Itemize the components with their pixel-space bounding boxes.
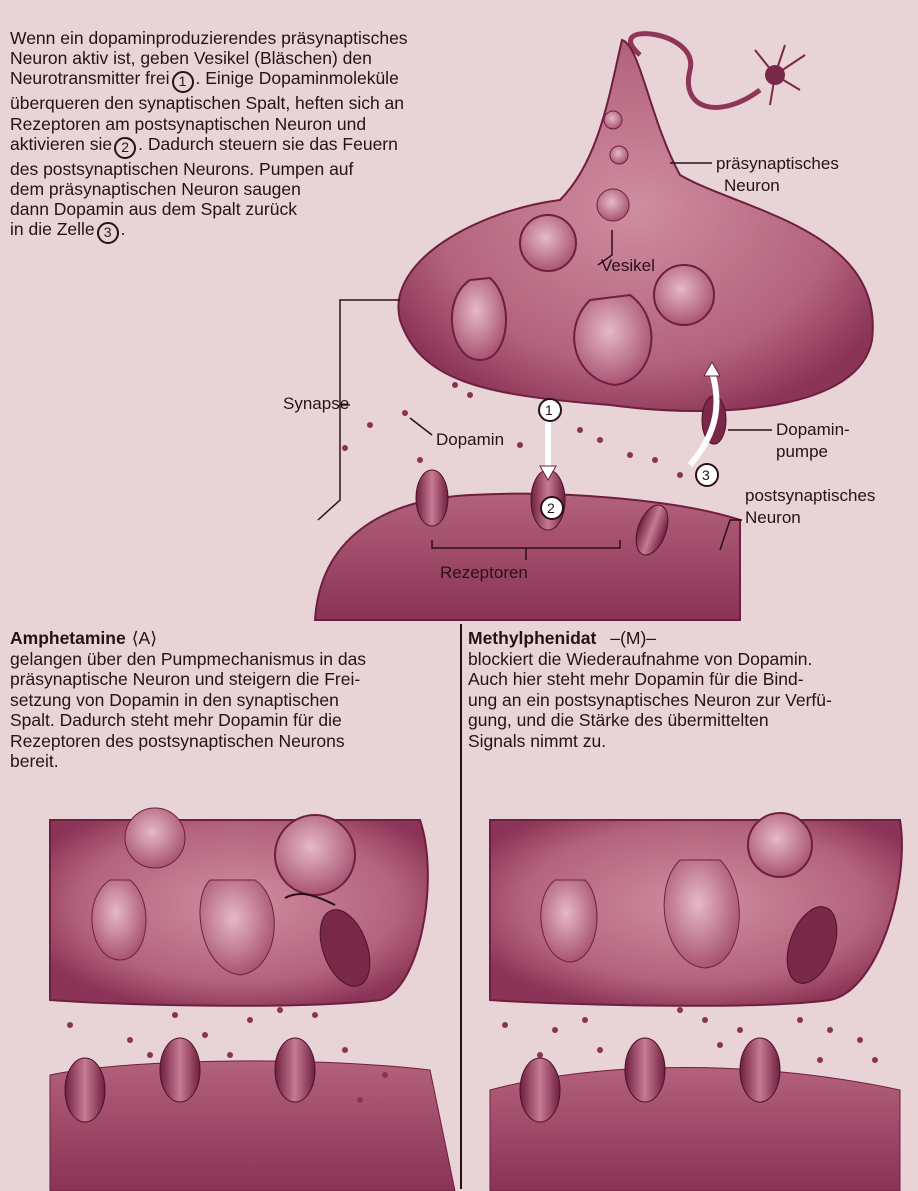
amphetamine-heading: Amphetamine⟨A⟩	[10, 628, 450, 649]
label-vesicle: Vesikel	[601, 256, 655, 276]
label-postsynaptic-1: postsynaptisches	[745, 486, 875, 506]
methylphenidate-text: blockiert die Wiederaufnahme von Dopamin…	[468, 649, 908, 752]
column-divider	[460, 624, 462, 1189]
amphetamine-symbol: ⟨A⟩	[132, 628, 157, 648]
marker-3: 3	[97, 222, 119, 244]
methylphenidate-symbol: –(M)–	[610, 628, 656, 648]
label-pump-1: Dopamin-	[776, 420, 850, 440]
step-3-marker: 3	[702, 465, 710, 485]
label-postsynaptic-2: Neuron	[745, 508, 801, 528]
step-2-marker: 2	[547, 498, 555, 518]
postsynaptic-neuron	[315, 494, 740, 620]
amphetamine-text: gelangen über den Pumpmechanismus in das…	[10, 649, 450, 772]
intro-line: Neuron aktiv ist, geben Vesikel (Bläsche…	[10, 48, 530, 68]
label-receptors: Rezeptoren	[440, 563, 528, 583]
neuron-cell-body	[755, 45, 805, 105]
intro-line: überqueren den synaptischen Spalt, hefte…	[10, 93, 530, 113]
methylphenidate-heading: Methylphenidat–(M)–	[468, 628, 908, 649]
intro-line: Rezeptoren am postsynaptischen Neuron un…	[10, 114, 530, 134]
amphetamine-section: Amphetamine⟨A⟩ gelangen über den Pumpmec…	[10, 628, 450, 772]
receptor	[416, 470, 448, 526]
marker-1: 1	[172, 71, 194, 93]
intro-line: Wenn ein dopaminproduzierendes präsynapt…	[10, 28, 530, 48]
label-presynaptic-1: präsynaptisches	[716, 154, 839, 174]
amphetamine-illustration	[50, 808, 455, 1191]
intro-line: dem präsynaptischen Neuron saugen	[10, 179, 530, 199]
methylphenidate-illustration	[490, 813, 902, 1191]
intro-paragraph: Wenn ein dopaminproduzierendes präsynapt…	[10, 28, 530, 244]
label-pump-2: pumpe	[776, 442, 828, 462]
label-presynaptic-2: Neuron	[724, 176, 780, 196]
intro-line: dann Dopamin aus dem Spalt zurück	[10, 199, 530, 219]
marker-2: 2	[114, 137, 136, 159]
label-dopamine: Dopamin	[436, 430, 504, 450]
label-synapse: Synapse	[283, 394, 349, 414]
step-1-marker: 1	[545, 400, 553, 420]
intro-line: des postsynaptischen Neurons. Pumpen auf	[10, 159, 530, 179]
methylphenidate-section: Methylphenidat–(M)– blockiert die Wieder…	[468, 628, 908, 751]
